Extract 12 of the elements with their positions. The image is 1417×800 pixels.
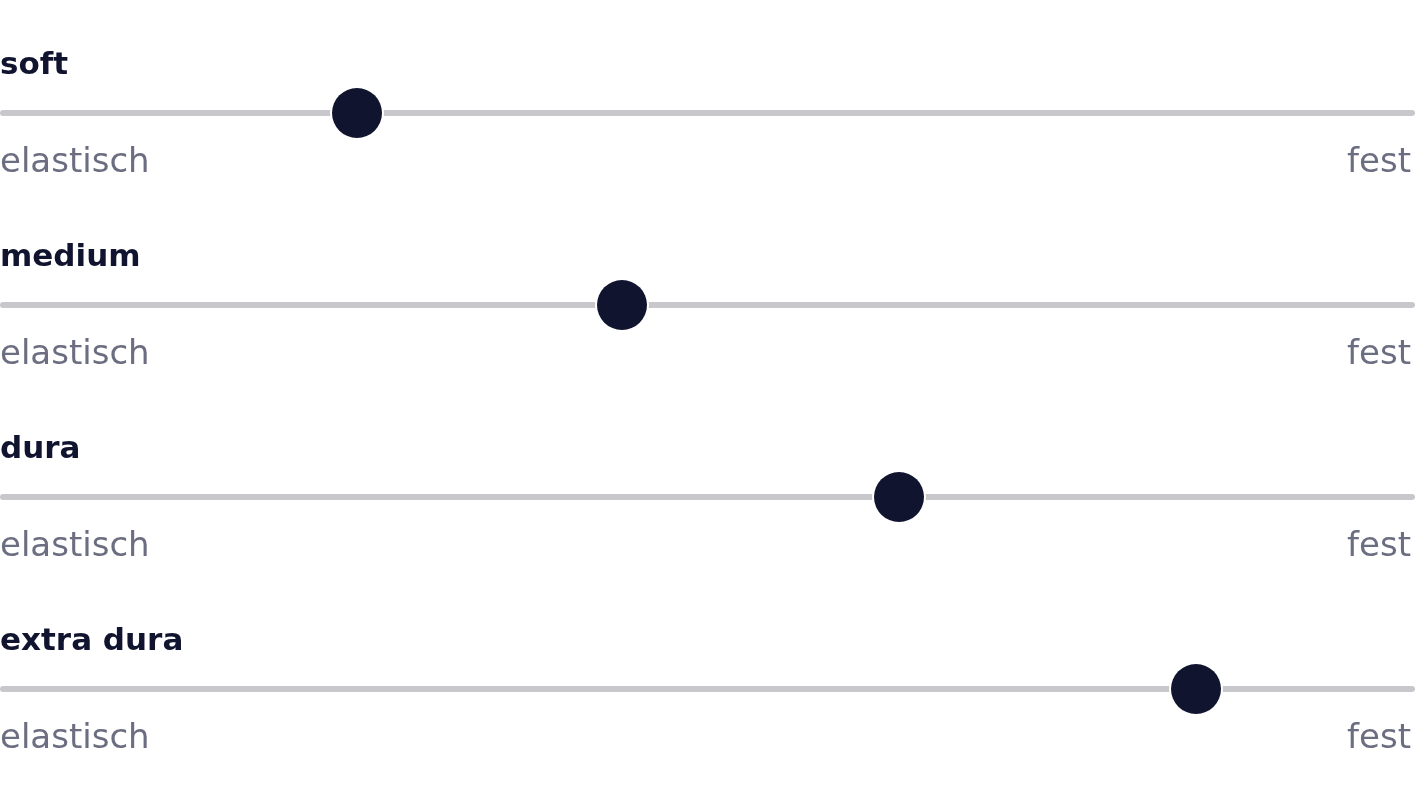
slider-label: dura [0, 432, 81, 463]
scale-max-label: fest [1347, 527, 1411, 561]
scale-min-label: elastisch [0, 719, 150, 753]
scale-min-label: elastisch [0, 527, 150, 561]
scale-min-label: elastisch [0, 335, 150, 369]
scale-max-label: fest [1347, 143, 1411, 177]
scale-max-label: fest [1347, 335, 1411, 369]
scale-max-label: fest [1347, 719, 1411, 753]
slider-label: soft [0, 48, 69, 79]
slider-label: extra dura [0, 624, 184, 655]
slider-label: medium [0, 240, 141, 271]
scale-min-label: elastisch [0, 143, 150, 177]
